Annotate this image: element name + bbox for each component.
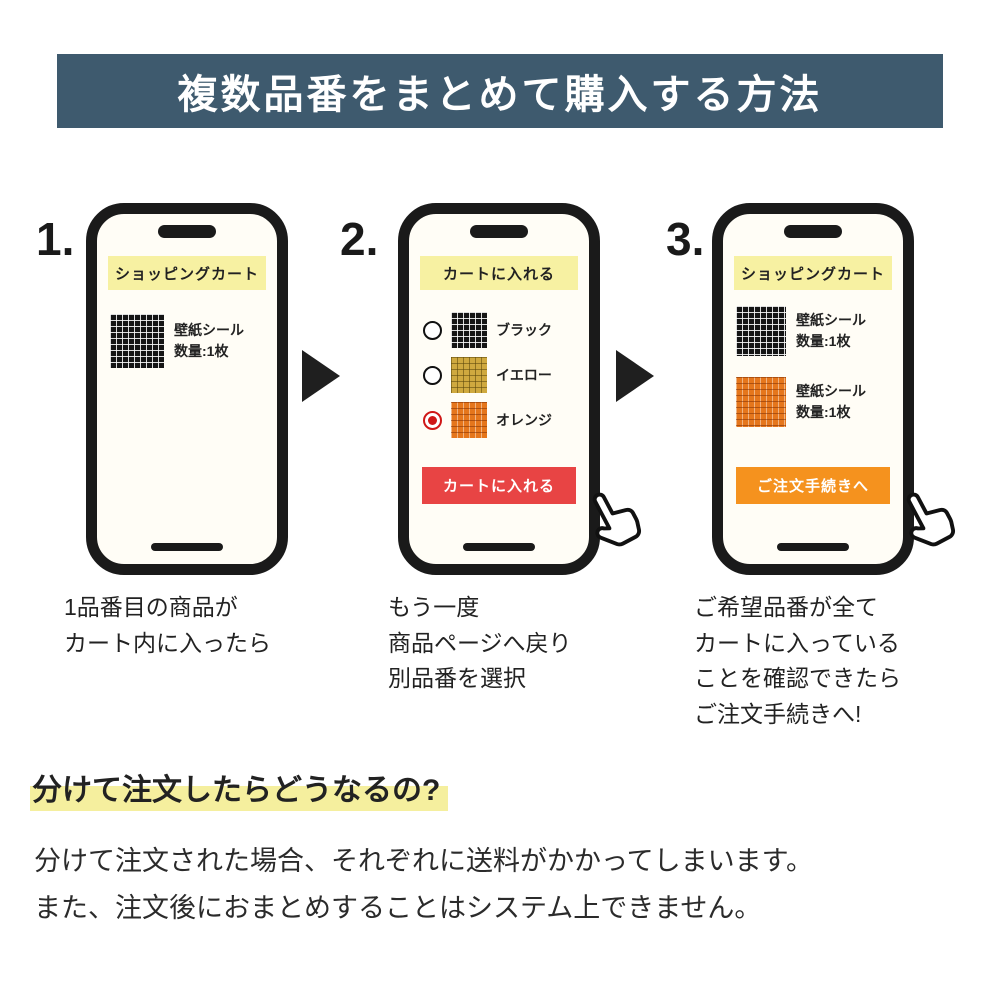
item-quantity: 数量:1枚 (796, 404, 851, 420)
orange-grid-swatch (451, 402, 487, 438)
home-indicator (777, 543, 849, 551)
cart-item: 壁紙シール 数量:1枚 (110, 314, 272, 368)
caption-line: 商品ページへ戻り (388, 629, 572, 656)
radio-unselected-icon[interactable] (423, 320, 442, 340)
cart-item: 壁紙シール 数量:1枚 (736, 306, 898, 356)
arrow-right-icon (616, 350, 654, 402)
caption-line: ご希望品番が全て (694, 594, 878, 620)
cart-item-text: 壁紙シール 数量:1枚 (796, 381, 866, 423)
item-name: 壁紙シール (796, 312, 866, 328)
step-2-caption: もう一度 商品ページへ戻り 別品番を選択 (388, 590, 572, 697)
color-option-orange[interactable]: オレンジ (423, 402, 552, 438)
add-to-cart-button[interactable]: カートに入れる (422, 467, 576, 504)
color-option-yellow[interactable]: イエロー (423, 357, 552, 393)
phone-mockup-step-2: カートに入れる ブラック イエロー オレンジ カートに入れる (398, 203, 600, 575)
step-2-number: 2. (340, 213, 379, 265)
orange-grid-swatch (736, 377, 786, 427)
cart-item-text: 壁紙シール 数量:1枚 (174, 320, 244, 362)
caption-line: カート内に入ったら (64, 629, 271, 656)
home-indicator (463, 543, 535, 551)
black-grid-swatch (736, 306, 786, 356)
highlighted-heading-text: 分けて注文したらどうなるの? (30, 774, 449, 811)
step-3-number: 3. (666, 213, 705, 265)
footer-body: 分けて注文された場合、それぞれに送料がかかってしまいます。 また、注文後におまと… (34, 838, 813, 933)
hand-cursor-icon (575, 482, 645, 552)
option-label: ブラック (496, 322, 552, 338)
radio-unselected-icon[interactable] (423, 365, 442, 385)
checkout-button[interactable]: ご注文手続きへ (736, 467, 890, 504)
add-to-cart-banner: カートに入れる (420, 256, 578, 290)
shopping-cart-banner: ショッピングカート (734, 256, 892, 290)
phone-mockup-step-3: ショッピングカート 壁紙シール 数量:1枚 壁紙シール 数量:1枚 ご注文手続き… (712, 203, 914, 575)
caption-line: ご注文手続きへ! (694, 700, 862, 727)
yellow-grid-swatch (451, 357, 487, 393)
item-name: 壁紙シール (796, 383, 866, 399)
item-quantity: 数量:1枚 (796, 333, 851, 349)
option-label: オレンジ (496, 412, 552, 428)
black-grid-swatch (451, 312, 487, 348)
option-label: イエロー (496, 367, 552, 383)
caption-line: 別品番を選択 (388, 665, 526, 692)
footer-heading: 分けて注文したらどうなるの? (30, 765, 449, 811)
step-3-caption: ご希望品番が全て カートに入っている ことを確認できたら ご注文手続きへ! (694, 590, 901, 733)
black-grid-swatch (110, 314, 164, 368)
page-title: 複数品番をまとめて購入する方法 (57, 54, 943, 128)
color-option-black[interactable]: ブラック (423, 312, 552, 348)
caption-line: ことを確認できたら (694, 665, 901, 692)
phone-mockup-step-1: ショッピングカート 壁紙シール 数量:1枚 (86, 203, 288, 575)
cart-item: 壁紙シール 数量:1枚 (736, 377, 898, 427)
phone-notch (470, 225, 528, 238)
radio-selected-icon[interactable] (423, 410, 442, 430)
shopping-cart-banner: ショッピングカート (108, 256, 266, 290)
step-1-caption: 1品番目の商品が カート内に入ったら (64, 590, 271, 661)
phone-notch (784, 225, 842, 238)
footer-line: 分けて注文された場合、それぞれに送料がかかってしまいます。 (34, 846, 813, 876)
step-1-number: 1. (36, 213, 75, 265)
caption-line: もう一度 (388, 594, 480, 620)
hand-cursor-icon (889, 482, 959, 552)
arrow-right-icon (302, 350, 340, 402)
footer-line: また、注文後におまとめすることはシステム上できません。 (34, 893, 762, 924)
item-quantity: 数量:1枚 (174, 343, 229, 359)
phone-notch (158, 225, 216, 238)
home-indicator (151, 543, 223, 551)
caption-line: カートに入っている (694, 629, 900, 656)
item-name: 壁紙シール (174, 322, 244, 338)
cart-item-text: 壁紙シール 数量:1枚 (796, 310, 866, 352)
caption-line: 1品番目の商品が (64, 594, 238, 620)
